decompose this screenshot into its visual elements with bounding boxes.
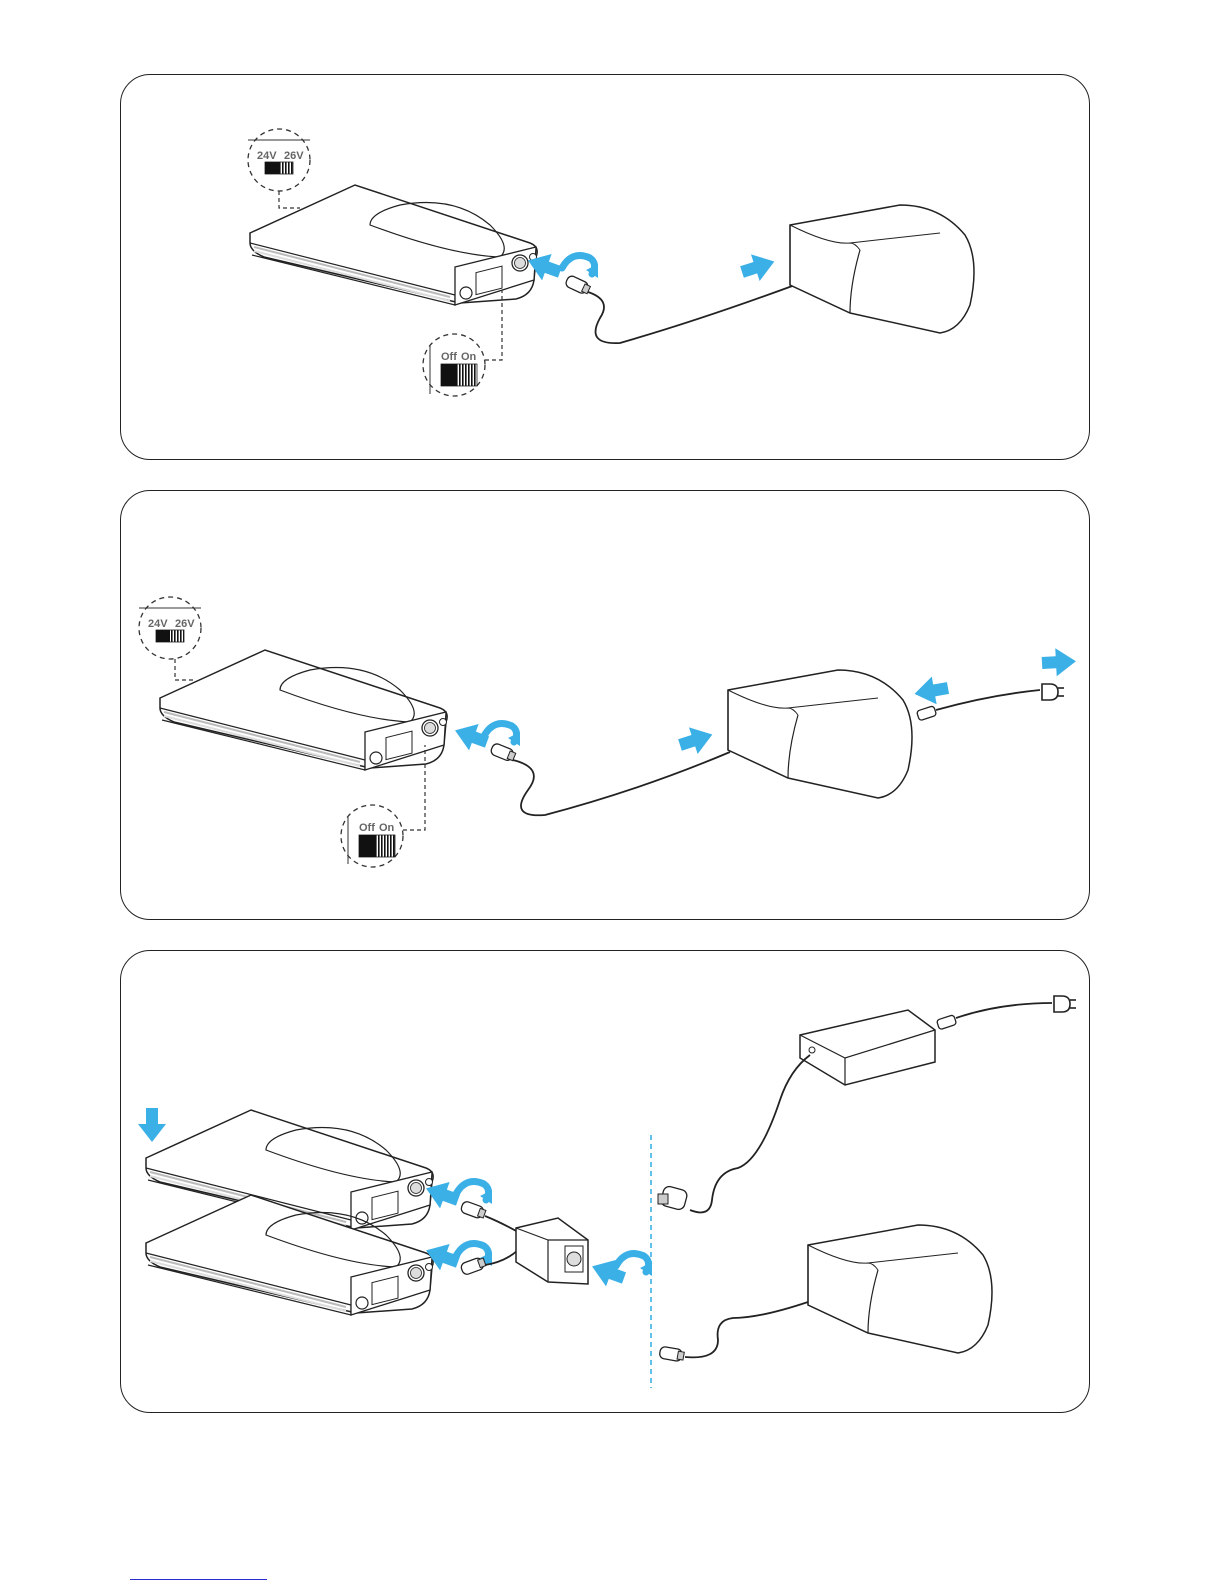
- voltage-label-24v: 24V: [148, 618, 168, 630]
- voltage-label-26v: 26V: [175, 618, 195, 630]
- power-supply-unit: [808, 1225, 992, 1353]
- power-cord: [956, 1003, 1052, 1018]
- panel-3-illustration: [138, 996, 1076, 1388]
- xlr-connector-icon: [460, 1256, 487, 1275]
- footer-rule: [130, 1579, 267, 1580]
- xlr-connector-icon: [490, 742, 517, 762]
- device-unit: [160, 650, 447, 770]
- adapter-box: [800, 1010, 935, 1085]
- power-label-off: Off: [359, 822, 375, 834]
- power-label-on: On: [461, 351, 477, 363]
- voltage-switch-callout: 24V 26V: [248, 129, 310, 208]
- insert-arrow-icon: [738, 248, 779, 285]
- cable: [513, 752, 730, 815]
- xlr-connector-icon: [564, 275, 591, 296]
- voltage-switch-callout: 24V 26V: [139, 597, 201, 680]
- power-cord-connector: [936, 1015, 956, 1030]
- voltage-label-24v: 24V: [257, 150, 277, 162]
- insert-arrow-icon: [1041, 647, 1076, 677]
- adapter-cable: [690, 1055, 810, 1212]
- xlr-connector-icon: [460, 1200, 487, 1219]
- voltage-label-26v: 26V: [284, 150, 304, 162]
- power-switch-callout: Off On: [423, 290, 502, 396]
- insert-arrow-icon: [912, 674, 950, 707]
- power-supply-unit: [728, 670, 912, 798]
- locking-connector-icon: [658, 1185, 688, 1211]
- splitter-box: [516, 1218, 588, 1284]
- cable: [685, 1302, 808, 1357]
- twist-arrow-icon: [456, 1182, 492, 1204]
- plug-icon: [1042, 684, 1064, 700]
- panel-2-illustration: 24V 26V Off On: [139, 597, 1077, 867]
- plug-icon: [1054, 996, 1076, 1012]
- power-cord-connector: [916, 706, 936, 721]
- power-label-on: On: [379, 822, 395, 834]
- twist-arrow-icon: [562, 256, 598, 278]
- twist-arrow-icon: [484, 724, 520, 746]
- cable: [588, 285, 795, 343]
- device-unit: [250, 185, 537, 305]
- xlr-connector-icon: [659, 1346, 685, 1362]
- insert-arrow-icon: [676, 721, 717, 758]
- panel-1-illustration: 24V 26V Off On: [248, 129, 974, 396]
- power-label-off: Off: [441, 351, 457, 363]
- power-cord: [936, 690, 1040, 710]
- power-supply-unit: [790, 205, 974, 333]
- down-arrow-icon: [138, 1108, 166, 1142]
